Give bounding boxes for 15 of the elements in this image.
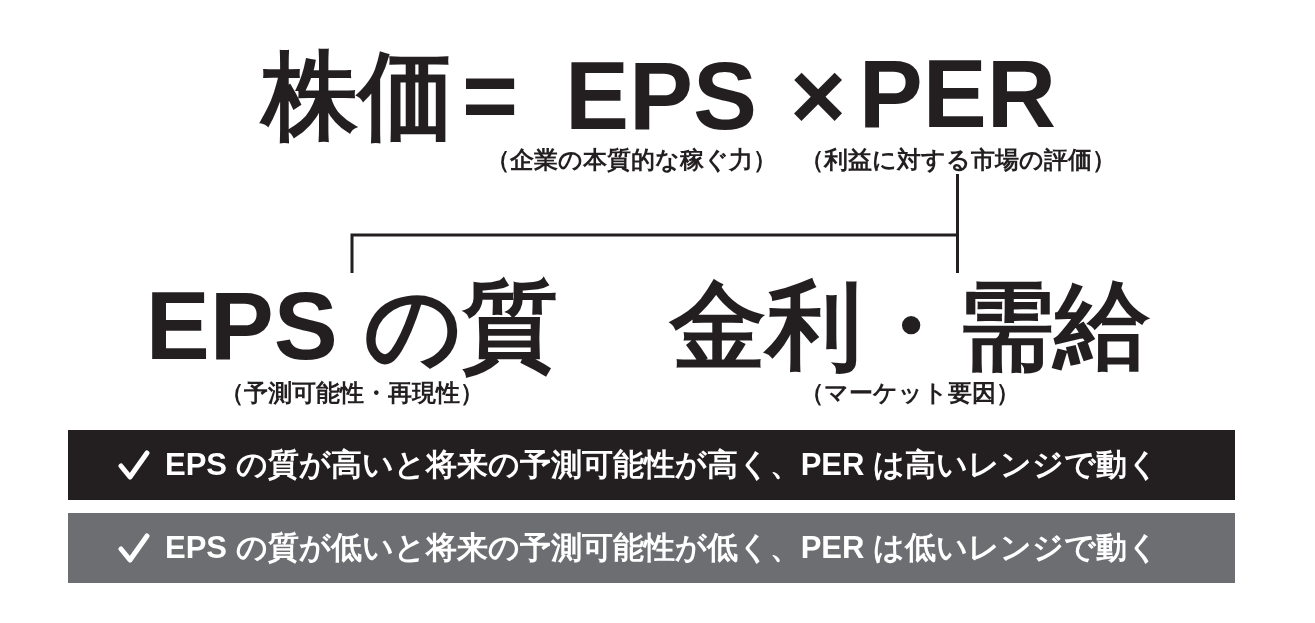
banner [68, 513, 1235, 583]
connector-line [956, 174, 959, 273]
subtitle: （企業の本質的な稼ぐ力） [486, 146, 777, 174]
subtitle: （予測可能性・再現性） [220, 379, 484, 407]
subtitle: （マーケット要因） [800, 379, 1020, 407]
heading: EPS の質 [145, 273, 559, 379]
banner [68, 430, 1235, 500]
subtitle: （利益に対する市場の評価） [799, 146, 1116, 174]
formula-term: EPS [565, 48, 758, 144]
equals-sign: = [462, 48, 519, 144]
heading: 金利・需給 [670, 273, 1150, 379]
banner-text: EPS の質が高いと将来の予測可能性が高く、PER は高いレンジで動く [165, 447, 1159, 483]
multiply-sign: × [790, 48, 847, 144]
banner-text: EPS の質が低いと将来の予測可能性が低く、PER は低いレンジで動く [165, 530, 1159, 566]
formula-term: PER [858, 46, 1057, 142]
